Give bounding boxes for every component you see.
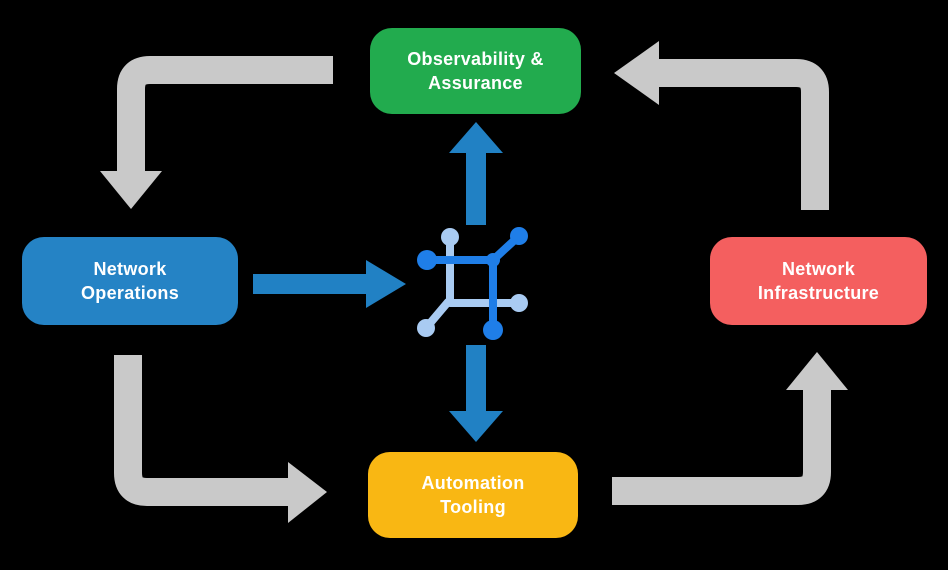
network-hub-icon-primary-branch — [417, 227, 528, 340]
node-network-operations: Network Operations — [22, 237, 238, 325]
node-operations-label-line1: Network — [93, 259, 167, 279]
arrow-hub-to-automation — [449, 345, 503, 442]
node-automation-label-line2: Tooling — [440, 497, 506, 517]
node-automation-tooling: Automation Tooling — [368, 452, 578, 538]
node-observability-label-line1: Observability & — [407, 49, 544, 69]
node-infrastructure-label-line2: Infrastructure — [757, 283, 880, 303]
node-operations-label-line2: Operations — [80, 283, 180, 303]
node-observability-assurance: Observability & Assurance — [370, 28, 581, 114]
arrow-operations-to-hub — [253, 260, 406, 308]
arrow-hub-to-observability — [449, 122, 503, 225]
node-infrastructure-label-line1: Network — [781, 259, 856, 279]
arrow-automation-to-infrastructure — [612, 352, 848, 505]
network-hub-icon — [417, 227, 528, 340]
node-network-infrastructure: Network Infrastructure — [710, 237, 927, 325]
node-observability-label-line2: Assurance — [428, 73, 523, 93]
arrow-observability-to-operations — [100, 56, 333, 209]
arrow-infrastructure-to-observability — [614, 41, 829, 210]
arrow-operations-to-automation — [114, 355, 327, 523]
node-automation-label-line1: Automation — [421, 473, 525, 493]
